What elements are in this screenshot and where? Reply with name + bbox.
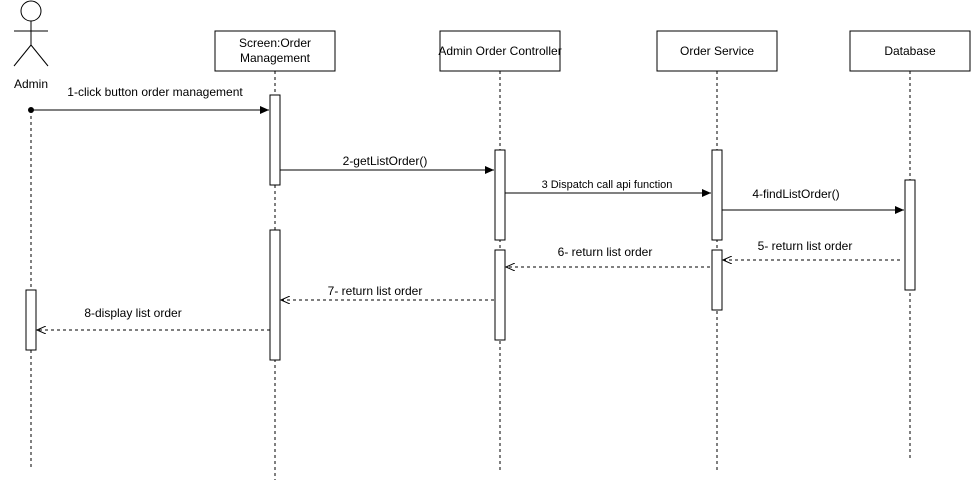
actor-left-leg [13, 44, 32, 67]
activation-service-1 [711, 149, 723, 241]
activation-database [904, 179, 916, 291]
participant-box [214, 30, 336, 72]
participant-label: Admin Order Controller [438, 44, 561, 58]
actor-right-leg [30, 44, 49, 67]
participant-box [439, 30, 561, 72]
participant-box [656, 30, 778, 72]
activation-controller-1 [494, 149, 506, 241]
admin-actor[interactable]: Admin [13, 0, 49, 91]
message-5-label: 5- return list order [758, 239, 853, 253]
actor-head [20, 0, 42, 22]
activation-screen-2 [269, 229, 281, 361]
message-1-label: 1-click button order management [67, 85, 243, 99]
participant-label: Database [884, 44, 936, 58]
message-3-label: 3 Dispatch call api function [542, 179, 673, 191]
actor-label: Admin [14, 77, 48, 91]
message-4-label: 4-findListOrder() [752, 187, 839, 201]
message-7-label: 7- return list order [328, 284, 423, 298]
participant-database[interactable]: Database [849, 30, 971, 72]
participant-label: Order Service [680, 44, 754, 58]
activation-controller-2 [494, 249, 506, 341]
activation-admin [25, 289, 37, 351]
message-6-label: 6- return list order [558, 245, 653, 259]
message-8-label: 8-display list order [84, 306, 181, 320]
participant-screen[interactable]: Screen:Order Management [214, 30, 336, 72]
activation-service-2 [711, 249, 723, 311]
participant-label-line1: Screen:Order [239, 36, 311, 50]
participant-box [849, 30, 971, 72]
participant-service[interactable]: Order Service [656, 30, 778, 72]
activation-screen-1 [269, 94, 281, 186]
message-2-label: 2-getListOrder() [343, 154, 428, 168]
participant-controller[interactable]: Admin Order Controller [438, 30, 562, 72]
participant-label-line2: Management [240, 51, 311, 65]
